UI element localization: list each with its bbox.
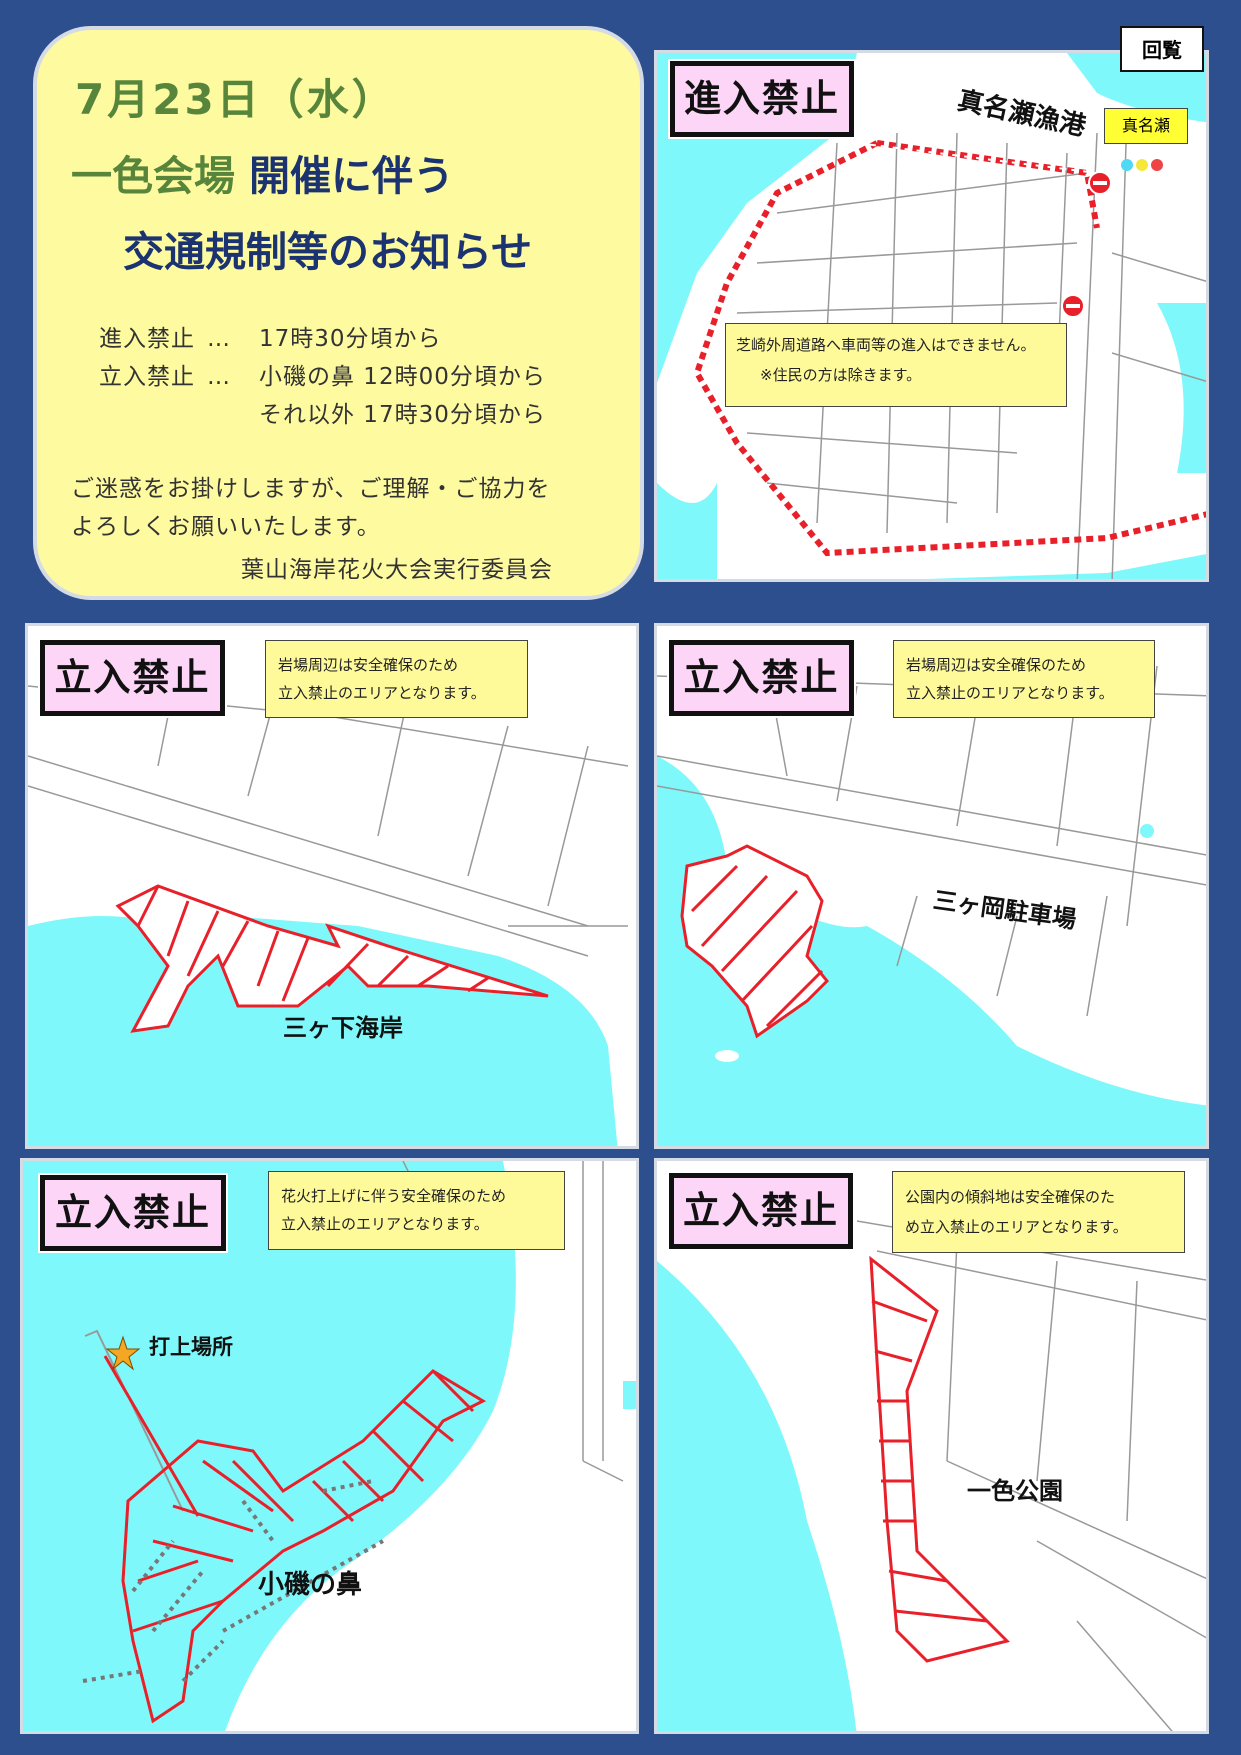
map-label-park: 一色公園 — [967, 1477, 1063, 1505]
title-held: 開催に伴う — [249, 152, 454, 200]
panel-title: 立入禁止 — [40, 640, 225, 716]
panel-isshiki-park: 立入禁止 公園内の傾斜地は安全確保のた め立入禁止のエリアとなります。 一色公園 — [654, 1158, 1209, 1734]
event-date: 7月23日（水） — [75, 75, 397, 124]
panel-note: 花火打上げに伴う安全確保のため 立入禁止のエリアとなります。 — [268, 1171, 565, 1250]
schedule-row: 立入禁止…小磯の鼻 12時00分頃から — [99, 364, 546, 390]
panel-note: 岩場周辺は安全確保のため 立入禁止のエリアとなります。 — [265, 640, 528, 718]
panel-title: 立入禁止 — [669, 1173, 853, 1249]
map-isshiki — [657, 1161, 1206, 1731]
notice-title-line2: 交通規制等のお知らせ — [123, 228, 533, 276]
panel-title: 進入禁止 — [670, 61, 854, 137]
venue-name: 一色会場 — [71, 152, 235, 200]
panel-koiso-cape: 立入禁止 花火打上げに伴う安全確保のため 立入禁止のエリアとなります。 打上場所… — [20, 1158, 639, 1734]
apology-text: ご迷惑をお掛けしますが、ご理解・ご協力を よろしくお願いいたします。 — [71, 476, 551, 540]
circulation-stamp: 回覧 — [1120, 26, 1204, 72]
panel-note: 岩場周辺は安全確保のため 立入禁止のエリアとなります。 — [893, 640, 1155, 718]
map-label-cape: 小磯の鼻 — [258, 1570, 363, 1600]
traffic-signal-icon — [1121, 159, 1133, 171]
schedule-row: それ以外 17時30分頃から — [259, 402, 546, 428]
panel-mikaoka-parking: 立入禁止 岩場周辺は安全確保のため 立入禁止のエリアとなります。 三ヶ岡駐車場 — [654, 623, 1209, 1149]
panel-mikage-beach: 立入禁止 岩場周辺は安全確保のため 立入禁止のエリアとなります。 三ヶ下海岸 — [25, 623, 639, 1149]
notice-box: 7月23日（水） 一色会場開催に伴う 交通規制等のお知らせ 進入禁止…17時30… — [33, 26, 644, 600]
panel-note: 公園内の傾斜地は安全確保のた め立入禁止のエリアとなります。 — [892, 1171, 1185, 1253]
organizer-signature: 葉山海岸花火大会実行委員会 — [241, 557, 553, 583]
star-icon — [105, 1335, 141, 1371]
map-koiso — [23, 1161, 636, 1731]
map-label-beach: 三ヶ下海岸 — [283, 1014, 403, 1042]
schedule-list: 進入禁止…17時30分頃から 立入禁止…小磯の鼻 12時00分頃から それ以外 … — [99, 320, 546, 434]
panel-title: 立入禁止 — [40, 1175, 226, 1251]
signal-label: 真名瀬 — [1104, 108, 1188, 144]
panel-note: 芝崎外周道路へ車両等の進入はできません。 ※住民の方は除きます。 — [725, 323, 1067, 407]
panel-title: 立入禁止 — [669, 640, 854, 716]
map-label-launch-site: 打上場所 — [149, 1335, 233, 1359]
schedule-row: 進入禁止…17時30分頃から — [99, 326, 442, 352]
notice-title-line1: 一色会場開催に伴う — [71, 142, 454, 202]
